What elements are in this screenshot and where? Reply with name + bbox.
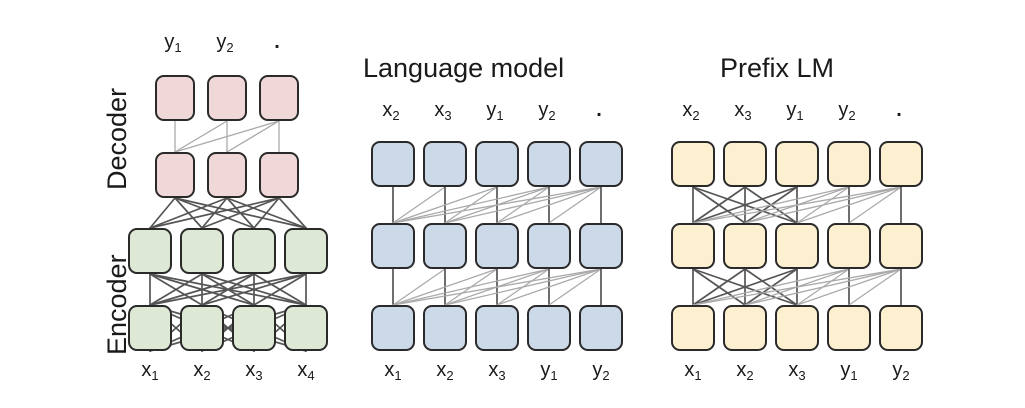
token-lm-bottom-3: y1 (540, 359, 558, 383)
token-lm-top-0: x2 (382, 99, 400, 123)
node-lm-r3-c1 (423, 141, 467, 187)
panel-language-model: Language model x2 x3 y1 y2 . x1 x2 x3 y1… (340, 0, 660, 408)
node-lm-r3-c3 (527, 141, 571, 187)
panel-title-prefix-lm: Prefix LM (720, 53, 835, 83)
token-lm-bottom-4: y2 (592, 359, 610, 383)
token-plm-bottom-3: y1 (840, 359, 858, 383)
token-lm-bottom-1: x2 (436, 359, 454, 383)
node-encoder-r2-c0 (128, 228, 172, 274)
node-lm-r2-c4 (579, 223, 623, 269)
node-plm-r3-c2 (775, 141, 819, 187)
token-lm-top-4: . (596, 99, 602, 121)
node-plm-r2-c0 (671, 223, 715, 269)
node-lm-r2-c1 (423, 223, 467, 269)
node-decoder-r1-c0 (155, 152, 195, 198)
node-decoder-r1-c1 (207, 152, 247, 198)
panel-prefix-lm: Prefix LM x2 x3 y1 y2 . x1 x2 x3 y1 y2 (635, 0, 965, 408)
node-encoder-r1-c3 (284, 305, 328, 351)
node-plm-r1-c4 (879, 305, 923, 351)
node-plm-r2-c3 (827, 223, 871, 269)
side-label-decoder: Decoder (102, 87, 132, 190)
token-plm-bottom-0: x1 (684, 359, 702, 383)
token-plm-top-4: . (896, 99, 902, 121)
token-plm-bottom-2: x3 (788, 359, 806, 383)
node-plm-r2-c1 (723, 223, 767, 269)
node-encoder-r2-c2 (232, 228, 276, 274)
node-plm-r1-c1 (723, 305, 767, 351)
node-encoder-r1-c2 (232, 305, 276, 351)
node-encoder-r2-c1 (180, 228, 224, 274)
token-decoder-1: y2 (216, 31, 234, 55)
node-lm-r3-c2 (475, 141, 519, 187)
node-lm-r1-c1 (423, 305, 467, 351)
token-lm-top-3: y2 (538, 99, 556, 123)
token-decoder-2: . (274, 31, 280, 53)
node-lm-r3-c4 (579, 141, 623, 187)
node-decoder-r2-c1 (207, 75, 247, 121)
node-encoder-r1-c1 (180, 305, 224, 351)
panel-encoder-decoder: Decoder Encoder y1 y2 . x1 x2 x3 x4 (0, 0, 340, 408)
token-decoder-0: y1 (164, 31, 182, 55)
node-lm-r3-c0 (371, 141, 415, 187)
node-encoder-r2-c3 (284, 228, 328, 274)
node-lm-r1-c0 (371, 305, 415, 351)
token-plm-top-1: x3 (734, 99, 752, 123)
token-encoder-2: x3 (245, 359, 263, 383)
side-label-encoder: Encoder (102, 254, 132, 355)
node-lm-r1-c4 (579, 305, 623, 351)
token-encoder-0: x1 (141, 359, 159, 383)
node-decoder-r2-c2 (259, 75, 299, 121)
panel-title-language-model: Language model (363, 53, 565, 83)
node-plm-r3-c1 (723, 141, 767, 187)
token-plm-top-3: y2 (838, 99, 856, 123)
token-encoder-1: x2 (193, 359, 211, 383)
node-plm-r1-c3 (827, 305, 871, 351)
node-plm-r3-c0 (671, 141, 715, 187)
node-plm-r2-c4 (879, 223, 923, 269)
node-plm-r3-c3 (827, 141, 871, 187)
node-encoder-r1-c0 (128, 305, 172, 351)
node-decoder-r2-c0 (155, 75, 195, 121)
node-lm-r1-c3 (527, 305, 571, 351)
node-plm-r2-c2 (775, 223, 819, 269)
node-lm-r2-c3 (527, 223, 571, 269)
node-plm-r3-c4 (879, 141, 923, 187)
token-lm-bottom-2: x3 (488, 359, 506, 383)
node-plm-r1-c0 (671, 305, 715, 351)
token-encoder-3: x4 (297, 359, 315, 383)
node-lm-r2-c2 (475, 223, 519, 269)
token-plm-bottom-1: x2 (736, 359, 754, 383)
token-lm-bottom-0: x1 (384, 359, 402, 383)
node-decoder-r1-c2 (259, 152, 299, 198)
token-plm-bottom-4: y2 (892, 359, 910, 383)
token-plm-top-0: x2 (682, 99, 700, 123)
token-lm-top-2: y1 (486, 99, 504, 123)
token-lm-top-1: x3 (434, 99, 452, 123)
token-plm-top-2: y1 (786, 99, 804, 123)
node-lm-r2-c0 (371, 223, 415, 269)
node-plm-r1-c2 (775, 305, 819, 351)
node-lm-r1-c2 (475, 305, 519, 351)
